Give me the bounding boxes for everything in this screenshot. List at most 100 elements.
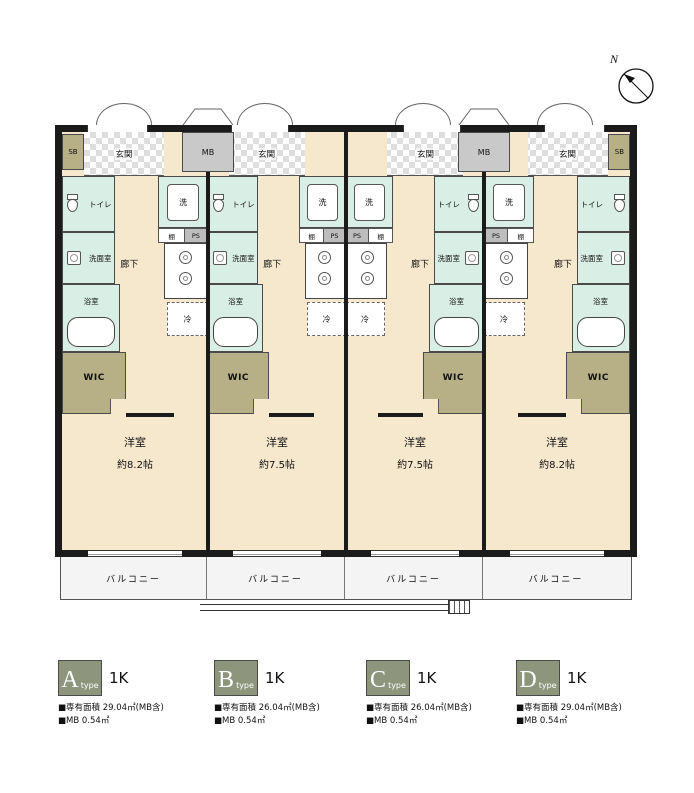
washer-pan-icon: 洗 — [307, 183, 338, 221]
meter-box-label: MB — [201, 147, 215, 157]
walk-in-closet: WIC — [62, 352, 127, 414]
balcony-window — [370, 550, 460, 557]
bathtub-icon — [576, 317, 626, 347]
entry-door-arc-a — [96, 103, 152, 125]
kitchen — [346, 243, 388, 299]
fridge-label: 冷 — [322, 314, 331, 324]
sink-icon — [465, 251, 479, 265]
area-line: ■専有面積 29.04㎡(MB含) — [516, 703, 622, 713]
balcony-window — [232, 550, 322, 557]
bathroom-label: 浴室 — [448, 297, 464, 306]
railing — [200, 604, 470, 611]
mb-line: ■MB 0.54㎡ — [58, 716, 110, 727]
bathroom-label: 浴室 — [593, 297, 609, 306]
toilet-icon — [213, 194, 224, 214]
bathtub-icon — [212, 317, 259, 347]
washer-pan-icon: 洗 — [492, 183, 526, 221]
compass-north-label: N — [610, 52, 619, 66]
mb-line: ■MB 0.54㎡ — [516, 716, 568, 727]
balcony-label: バルコニー — [106, 574, 161, 585]
laundry-space: 洗 — [299, 176, 346, 228]
washroom: 洗面室 — [62, 232, 115, 284]
fridge-label: 冷 — [361, 314, 370, 324]
room-name-label: 洋室 — [404, 436, 426, 449]
balcony-C: バルコニー — [345, 557, 483, 599]
unit-D: 玄関 SB トイレ 洗面室 浴室 WIC 洗 棚 PS — [484, 125, 630, 557]
interior-wall — [517, 413, 566, 417]
room-size-label: 約8.2帖 — [117, 460, 153, 471]
layout-label: 1K — [417, 669, 437, 687]
hallway-label: 廊下 — [263, 260, 282, 270]
shelf-and-pipe-space: 棚 PS — [346, 228, 393, 243]
interior-wall — [268, 413, 315, 417]
main-room: 洋室 約7.5帖 — [208, 422, 346, 550]
toilet-label: トイレ — [89, 199, 112, 209]
shelf-and-pipe-space: 棚 PS — [299, 228, 346, 243]
entry-door-arc-d — [537, 103, 593, 125]
burner-icon — [360, 272, 374, 285]
hallway: 廊下 — [554, 252, 572, 271]
burner-icon — [179, 251, 193, 264]
balcony-B: バルコニー — [207, 557, 345, 599]
shoe-box: SB — [608, 134, 630, 170]
entrance-label: 玄関 — [257, 147, 277, 160]
type-word: type — [538, 681, 557, 690]
bathroom: 浴室 — [571, 284, 630, 352]
room-size-label: 約7.5帖 — [397, 460, 433, 471]
mb-line: ■MB 0.54㎡ — [366, 716, 418, 727]
room-name-label: 洋室 — [124, 436, 146, 449]
entry-door-opening — [543, 125, 606, 132]
sink-icon — [213, 251, 227, 265]
legend-item-C: C type 1K ■専有面積 26.04㎡(MB含) ■MB 0.54㎡ — [366, 660, 522, 728]
bathroom-label: 浴室 — [83, 297, 99, 306]
compass-icon — [618, 68, 654, 104]
fridge-space: 冷 — [307, 302, 346, 336]
washer-pan-icon: 洗 — [166, 183, 200, 221]
area-line: ■専有面積 26.04㎡(MB含) — [214, 703, 320, 713]
pipe-space-label: PS — [330, 231, 339, 240]
balcony-window — [510, 550, 604, 557]
main-room: 洋室 約8.2帖 — [62, 422, 208, 550]
room-name-label: 洋室 — [546, 436, 568, 449]
entry-door-opening — [86, 125, 149, 132]
layout-label: 1K — [109, 669, 129, 687]
room-size-label: 約8.2帖 — [539, 460, 575, 471]
meter-box: MB — [182, 132, 234, 172]
toilet-room: トイレ — [577, 176, 630, 232]
toilet-label: トイレ — [580, 199, 603, 209]
pipe-space-label: PS — [353, 231, 362, 240]
room-size-label: 約7.5帖 — [259, 460, 295, 471]
washroom: 洗面室 — [434, 232, 484, 284]
sink-icon — [67, 251, 81, 265]
toilet-room: トイレ — [208, 176, 258, 232]
balcony-label: バルコニー — [386, 574, 441, 585]
shoe-box: SB — [62, 134, 84, 170]
sink-icon — [611, 251, 625, 265]
burner-icon — [499, 272, 513, 285]
legend: A type 1K ■専有面積 29.04㎡(MB含) ■MB 0.54㎡ B … — [0, 660, 694, 740]
laundry-label: 洗 — [318, 197, 327, 207]
fridge-space: 冷 — [167, 302, 208, 336]
party-wall — [344, 132, 348, 550]
walk-in-closet: WIC — [423, 352, 484, 414]
type-word: type — [388, 681, 406, 690]
shelf-label: 棚 — [168, 232, 175, 241]
legend-item-B: B type 1K ■専有面積 26.04㎡(MB含) ■MB 0.54㎡ — [214, 660, 370, 728]
washroom: 洗面室 — [577, 232, 630, 284]
type-letter: B — [218, 667, 235, 694]
entrance-hall: 玄関 — [527, 132, 609, 176]
walk-in-closet: WIC — [565, 352, 630, 414]
washroom-label: 洗面室 — [580, 253, 603, 263]
meter-box-label: MB — [477, 147, 491, 157]
wic-label: WIC — [227, 373, 250, 383]
laundry-space: 洗 — [346, 176, 393, 228]
entry-door-opening — [231, 125, 290, 132]
hallway-label: 廊下 — [120, 260, 139, 270]
type-badge-C: C type — [366, 660, 410, 696]
washroom-label: 洗面室 — [232, 253, 255, 263]
bathroom: 浴室 — [428, 284, 484, 352]
hallway-label: 廊下 — [410, 260, 429, 270]
balcony-label: バルコニー — [528, 574, 584, 585]
interior-wall — [377, 413, 424, 417]
